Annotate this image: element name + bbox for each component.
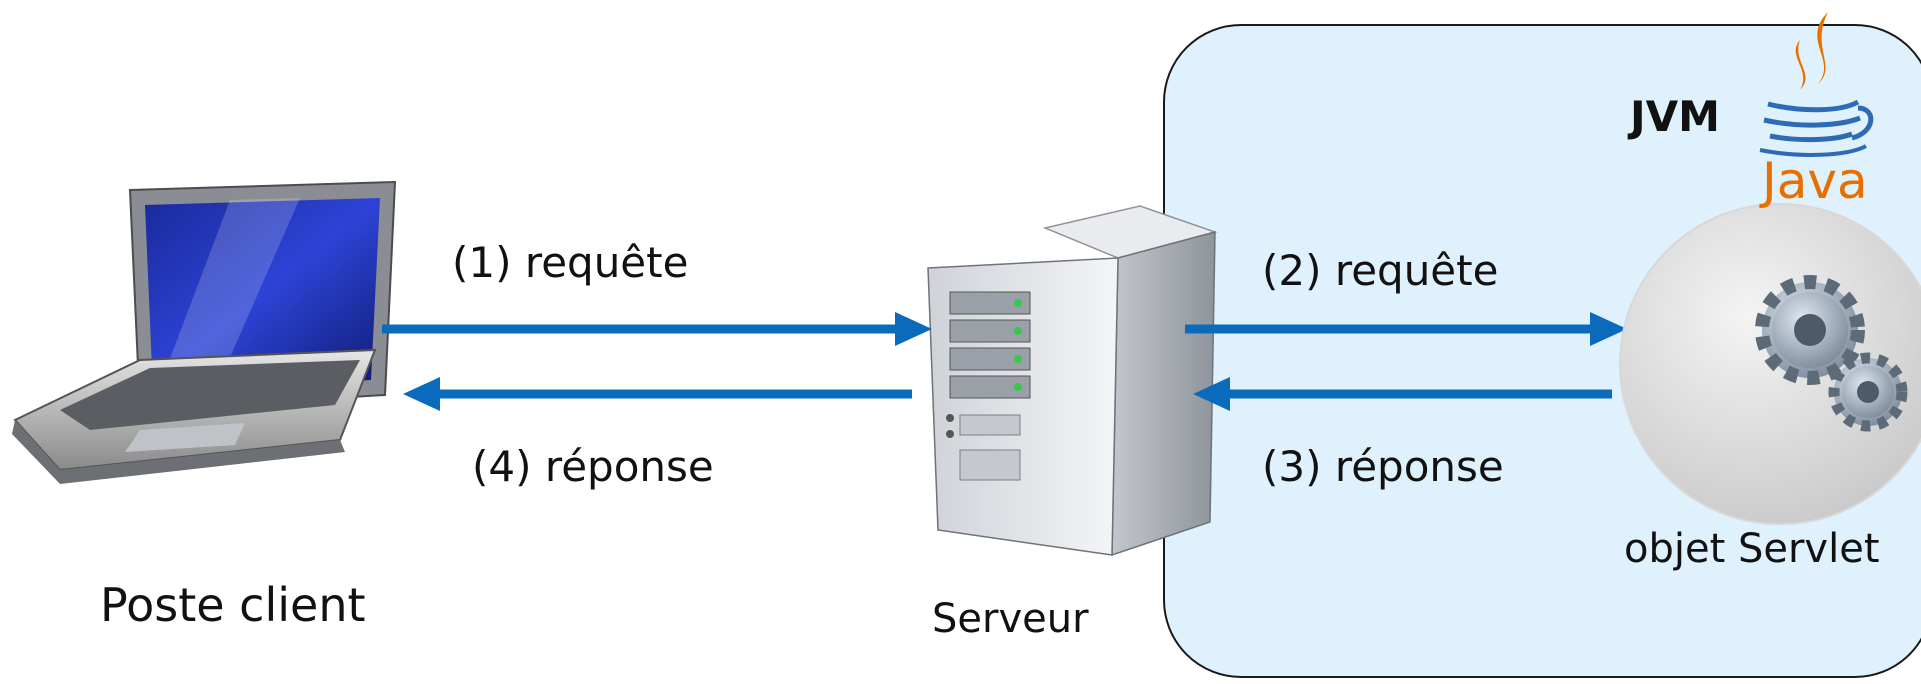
label-response-4: (4) réponse: [472, 442, 714, 491]
servlet-label: objet Servlet: [1624, 526, 1880, 572]
label-response-3: (3) réponse: [1262, 442, 1504, 491]
java-logo-text: Java: [1762, 152, 1868, 210]
gears-icon: [1755, 275, 1908, 432]
laptop-icon: [12, 180, 397, 484]
server-label: Serveur: [932, 596, 1089, 642]
java-coffee-cup-icon: [1759, 12, 1874, 157]
arrow-response-3: [1193, 377, 1612, 411]
jvm-title: JVM: [1630, 92, 1720, 141]
servlet-object: [1619, 203, 1921, 525]
server-tower-icon: [927, 205, 1218, 557]
label-request-2: (2) requête: [1262, 246, 1499, 295]
arrow-request-1: [382, 312, 932, 346]
client-label: Poste client: [100, 578, 366, 632]
label-request-1: (1) requête: [452, 238, 689, 287]
arrow-request-2: [1185, 312, 1627, 346]
arrow-response-4: [403, 377, 912, 411]
